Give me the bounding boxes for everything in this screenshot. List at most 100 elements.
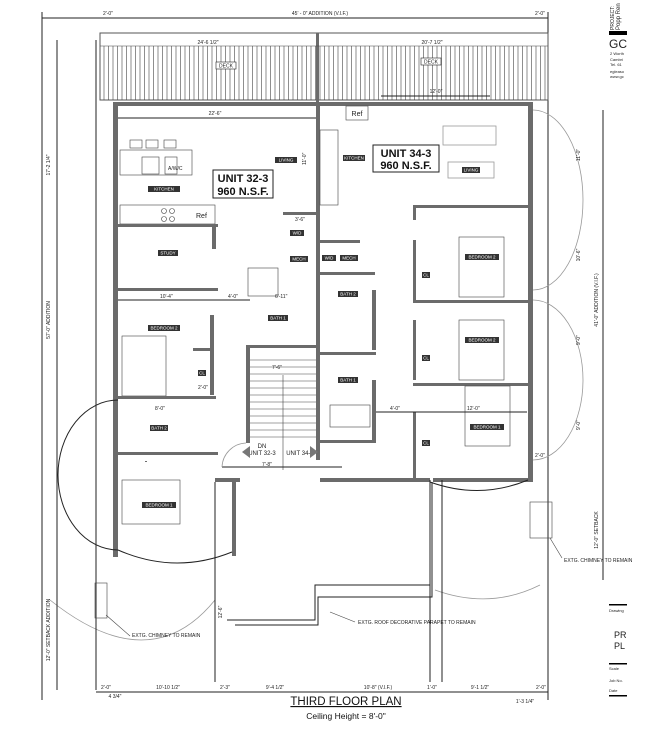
deck-left-label: DECK [219, 64, 234, 70]
svg-text:11'-0": 11'-0" [302, 152, 308, 165]
kitchen-left-label: KITCHEN [154, 187, 174, 192]
svg-text:Job No.: Job No. [609, 678, 623, 683]
unit-34-3-area: 960 N.S.F. [380, 160, 431, 172]
svg-text:MECH: MECH [342, 256, 355, 261]
svg-text:Popp Ren: Popp Ren [616, 3, 622, 30]
svg-text:MECH: MECH [292, 257, 305, 262]
stair: 7'-6" 7'-8" DN UNIT 32-3 UNIT 34-3 [221, 345, 342, 470]
svg-text:Drawing: Drawing [609, 608, 624, 613]
unit-34-3-name: UNIT 34-3 [381, 148, 432, 160]
chimney-left-note: EXTG. CHIMNEY TO REMAIN [132, 633, 201, 639]
svg-text:BATH 1: BATH 1 [270, 316, 286, 321]
edge-dim-left: 2'-0" [103, 11, 113, 17]
svg-text:4'-0": 4'-0" [390, 406, 400, 412]
bedroom1-left-label: BEDROOM 1 [145, 503, 173, 508]
svg-text:10'-8" (V.I.F.): 10'-8" (V.I.F.) [364, 685, 393, 691]
study-label: STUDY [160, 251, 175, 256]
svg-text:CL: CL [423, 273, 429, 278]
svg-text:9'-1 1/2": 9'-1 1/2" [471, 685, 490, 691]
svg-text:12'-0": 12'-0" [467, 406, 480, 412]
svg-text:PR: PR [614, 630, 627, 640]
svg-text:12'-6": 12'-6" [218, 605, 224, 618]
deck-right-dim: 20'-7 1/2" [421, 40, 442, 46]
svg-text:10'-10 1/2": 10'-10 1/2" [156, 685, 180, 691]
deck-left-dim: 24'-6 1/2" [197, 40, 218, 46]
svg-text:BATH 2: BATH 2 [340, 292, 356, 297]
chimney-right-note: EXTG. CHIMNEY TO REMAIN [564, 558, 633, 564]
svg-text:2 Worth: 2 Worth [610, 51, 624, 56]
svg-text:12'-0" SETBACK: 12'-0" SETBACK [594, 511, 600, 549]
svg-text:4 3/4": 4 3/4" [109, 694, 122, 700]
svg-text:7'-8": 7'-8" [262, 462, 272, 468]
stair-dn: DN [258, 444, 267, 450]
svg-text:Date: Date [609, 688, 618, 693]
unit-34-3-interior: Ref KITCHEN UNIT 34-3 960 N.S.F. LIVING … [319, 105, 545, 480]
ref-left-label: Ref [196, 213, 207, 220]
svg-text:22'-6": 22'-6" [209, 111, 222, 117]
svg-text:57'-0" ADDITION: 57'-0" ADDITION [46, 301, 52, 339]
svg-text:www.gc: www.gc [610, 74, 624, 79]
plan-subtitle: Ceiling Height = 8'-0" [306, 711, 386, 721]
kitchen-right-label: KITCHEN [344, 156, 364, 161]
svg-text:7'-6": 7'-6" [272, 365, 282, 371]
svg-text:A/W/C: A/W/C [168, 166, 183, 172]
svg-text:UNIT 34-3: UNIT 34-3 [286, 451, 314, 457]
svg-text:12'-0" SETBACK ADDITION: 12'-0" SETBACK ADDITION [46, 598, 52, 661]
svg-text:CL: CL [423, 441, 429, 446]
chimney-right [529, 501, 553, 539]
svg-text:2'-0": 2'-0" [198, 385, 208, 391]
living-left-label: LIVING [279, 158, 294, 163]
svg-text:9'-4 1/2": 9'-4 1/2" [266, 685, 285, 691]
unit-32-3-area: 960 N.S.F. [217, 186, 268, 198]
exterior-walls [113, 102, 533, 557]
deck-right-label: DECK [424, 60, 439, 66]
svg-text:11'-0": 11'-0" [576, 149, 582, 162]
svg-text:9'-0": 9'-0" [576, 420, 582, 430]
svg-text:2'-0": 2'-0" [536, 685, 546, 691]
svg-text:3'-6": 3'-6" [295, 217, 305, 223]
top-dimension: 45' - 0" ADDITION (V.I.F.) 2'-0" 2'-0" [41, 11, 549, 700]
svg-text:CL: CL [423, 356, 429, 361]
bedroom2-left-label: BEDROOM 2 [150, 326, 178, 331]
living-right-label: LIVING [464, 168, 479, 173]
svg-text:BATH 2: BATH 2 [151, 426, 167, 431]
roof-outline: EXTG. CHIMNEY TO REMAIN EXTG. ROOF DECOR… [94, 480, 633, 682]
svg-text:UNIT 32-3: UNIT 32-3 [248, 451, 276, 457]
ref-right-label: Ref [352, 111, 363, 118]
svg-text:W/D: W/D [293, 231, 302, 236]
svg-text:9'-0": 9'-0" [576, 335, 582, 345]
svg-text:41'-0" ADDITION (V.I.F.): 41'-0" ADDITION (V.I.F.) [594, 273, 600, 327]
bottom-dimensions: 2'-0" 10'-10 1/2" 2'-3" 9'-4 1/2" 10'-8"… [96, 685, 548, 705]
svg-text:CL: CL [199, 371, 205, 376]
drawing-title: THIRD FLOOR PLAN Ceiling Height = 8'-0" [290, 696, 401, 721]
svg-text:1'-0": 1'-0" [427, 685, 437, 691]
svg-text:Cambri: Cambri [610, 57, 623, 62]
svg-text:1'-3 1/4": 1'-3 1/4" [516, 699, 535, 705]
svg-text:4'-0": 4'-0" [228, 294, 238, 300]
top-dim-label: 45' - 0" ADDITION (V.I.F.) [292, 11, 349, 17]
svg-text:10'-6": 10'-6" [576, 248, 582, 261]
svg-text:8'-0": 8'-0" [155, 406, 165, 412]
chimney-left [94, 582, 108, 619]
deck: 24'-6 1/2" 20'-7 1/2" DECK DECK 12'-0" [99, 32, 549, 103]
svg-text:W/D: W/D [325, 256, 334, 261]
svg-text:17'-2 1/4": 17'-2 1/4" [46, 154, 52, 175]
svg-text:2'-0": 2'-0" [101, 685, 111, 691]
svg-text:Scale: Scale [609, 666, 620, 671]
svg-text:PROJECT:: PROJECT: [610, 6, 616, 30]
svg-text:BEDROOM 2: BEDROOM 2 [468, 338, 496, 343]
title-block: PROJECT: Popp Ren GC 2 Worth Cambri Tel.… [609, 3, 627, 697]
firm-logo: GC [609, 37, 627, 51]
svg-text:6'-11": 6'-11" [275, 294, 288, 300]
svg-text:10'-4": 10'-4" [160, 294, 173, 300]
bedroom1-right-label: BEDROOM 1 [473, 425, 501, 430]
edge-dim-right: 2'-0" [535, 11, 545, 17]
svg-text:egleaso: egleaso [610, 69, 625, 74]
bedroom2-right-label: BEDROOM 2 [468, 255, 496, 260]
svg-text:BATH 1: BATH 1 [340, 378, 356, 383]
svg-text:Tel. 61: Tel. 61 [610, 62, 623, 67]
unit-32-3-name: UNIT 32-3 [218, 173, 269, 185]
plan-title: THIRD FLOOR PLAN [290, 696, 401, 708]
svg-text:2'-0": 2'-0" [535, 453, 545, 459]
bay-windows [49, 109, 584, 641]
